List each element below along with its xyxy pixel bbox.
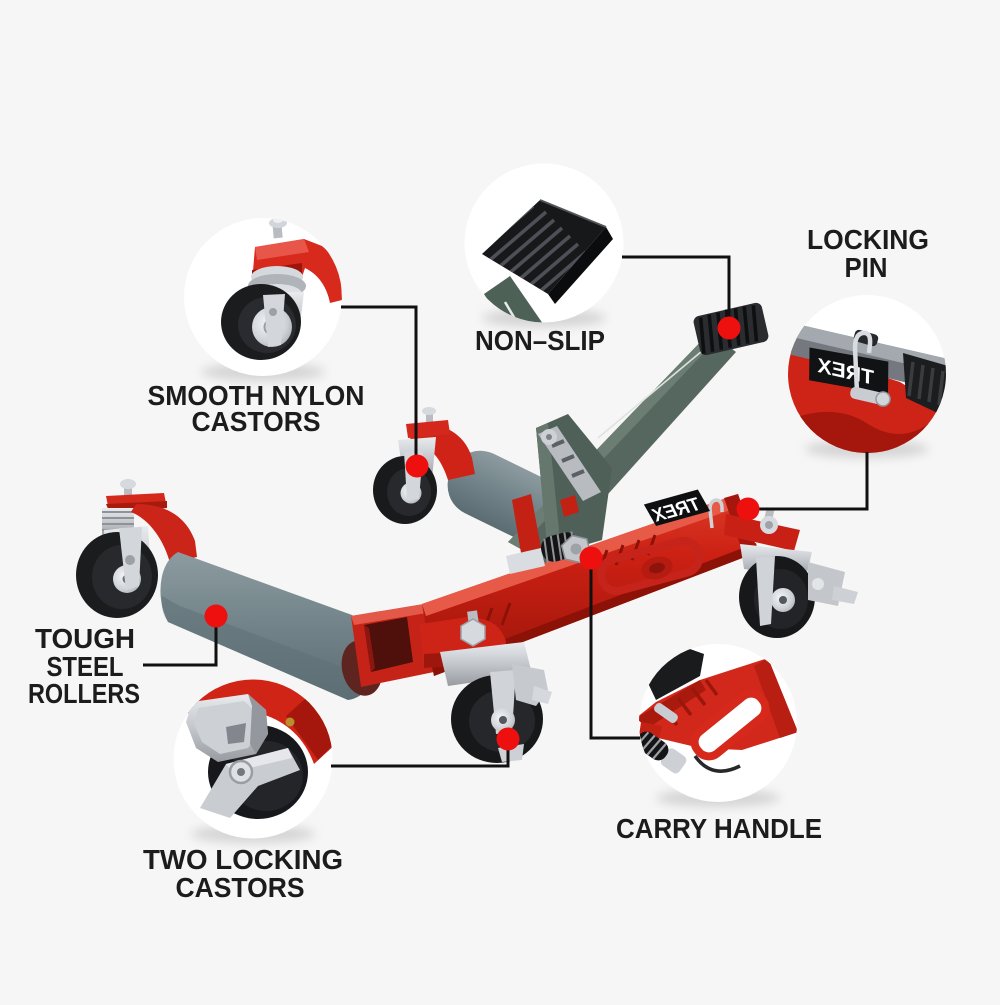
svg-text:CARRY HANDLE: CARRY HANDLE: [616, 813, 822, 844]
svg-text:TOUGH: TOUGH: [35, 623, 135, 654]
svg-text:LOCKING: LOCKING: [807, 224, 929, 255]
svg-text:ROLLERS: ROLLERS: [28, 678, 140, 709]
svg-text:TWO LOCKING: TWO LOCKING: [143, 844, 343, 875]
svg-text:CASTORS: CASTORS: [176, 872, 305, 903]
svg-text:STEEL: STEEL: [47, 651, 124, 682]
svg-text:NON–SLIP: NON–SLIP: [475, 325, 605, 356]
svg-text:PIN: PIN: [845, 252, 888, 283]
svg-text:CASTORS: CASTORS: [192, 406, 321, 437]
svg-text:SMOOTH NYLON: SMOOTH NYLON: [148, 380, 365, 411]
